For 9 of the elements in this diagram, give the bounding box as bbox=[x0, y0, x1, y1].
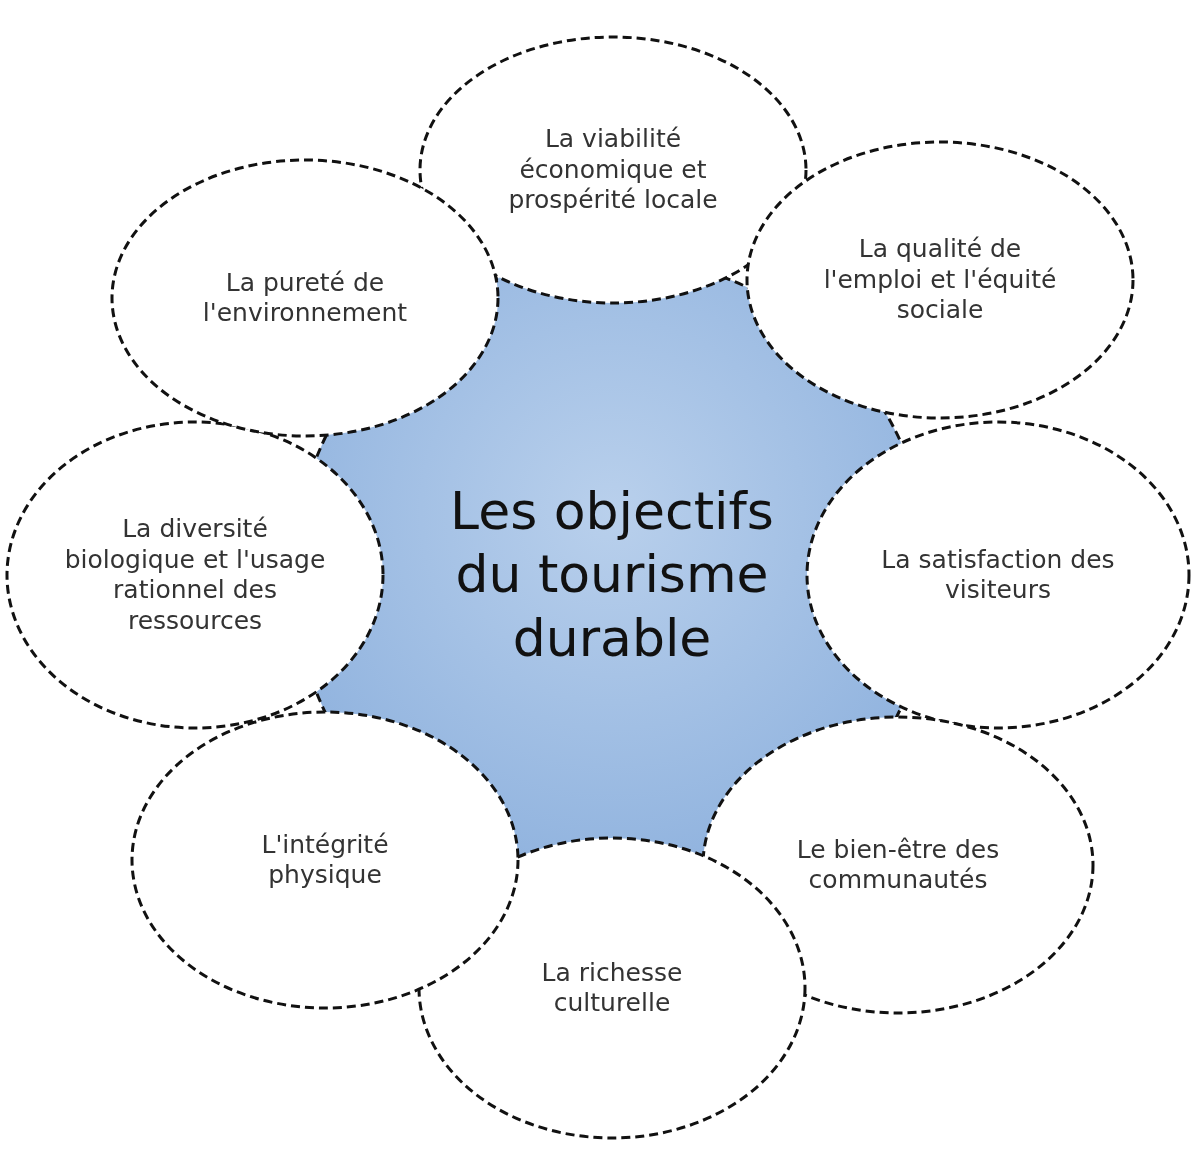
goal-label: La pureté de l'environnement bbox=[201, 267, 409, 329]
goal-label: L'intégrité physique bbox=[260, 829, 390, 891]
goal-label: La diversité biologique et l'usage rationnel des ressources bbox=[63, 514, 327, 636]
goal-label: La satisfaction des visiteurs bbox=[880, 544, 1116, 606]
goal-label: Le bien-être des communautés bbox=[795, 834, 1001, 896]
center-title: Les objectifs du tourisme durable bbox=[449, 479, 775, 670]
goal-label: La richesse culturelle bbox=[540, 957, 684, 1019]
goal-label: La viabilité économique et prospérité locale bbox=[507, 124, 719, 216]
goal-label: La qualité de l'emploi et l'équité sociale bbox=[822, 234, 1058, 326]
